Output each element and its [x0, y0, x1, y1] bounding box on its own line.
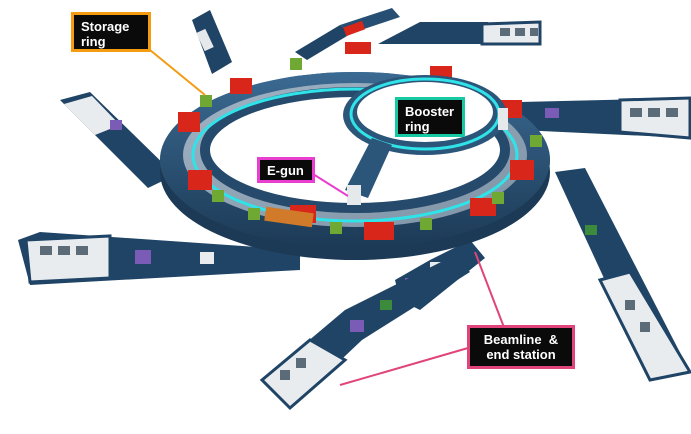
storage-ring-label-line2: ring — [81, 34, 141, 49]
beamline-top-2 — [378, 22, 540, 44]
booster-ring-label-line2: ring — [405, 119, 455, 134]
egun-label: E-gun — [257, 157, 315, 183]
booster-ring-label-line1: Booster — [405, 104, 455, 119]
beamline-label: Beamline & end station — [467, 325, 575, 369]
beamline-left-1 — [60, 92, 175, 188]
beamline-top-left — [192, 10, 232, 74]
storage-ring-label: Storage ring — [71, 12, 151, 52]
beamline-label-line1: Beamline & — [477, 332, 565, 347]
egun-label-text: E-gun — [267, 163, 305, 178]
beamline-right-1 — [520, 98, 690, 138]
beamline-right-2 — [555, 168, 690, 380]
beamline-bottom-main — [262, 255, 470, 408]
beamline-label-line2: end station — [477, 347, 565, 362]
storage-ring-label-line1: Storage — [81, 19, 141, 34]
storage-ring — [160, 42, 550, 260]
booster-ring-label: Booster ring — [395, 97, 465, 137]
